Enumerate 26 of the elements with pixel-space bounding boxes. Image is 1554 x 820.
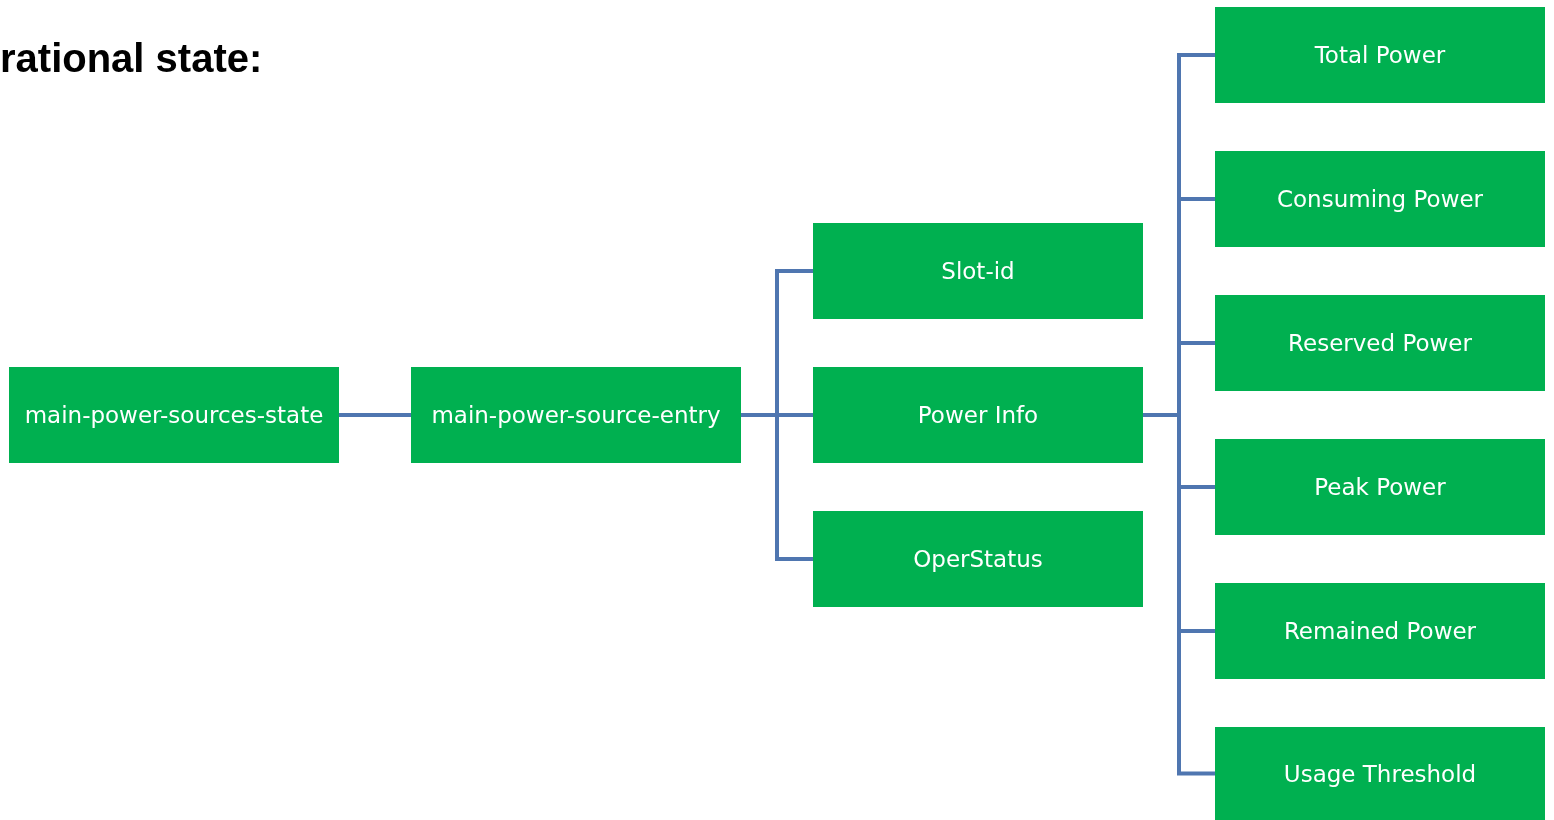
process-box	[1215, 583, 1545, 679]
box-label: Consuming Power	[1276, 186, 1484, 212]
process-box	[1215, 151, 1545, 247]
process-box	[1215, 439, 1545, 535]
box-label: Usage Threshold	[1283, 760, 1477, 787]
box-label: main-power-source-entry	[431, 402, 721, 428]
process-box	[9, 367, 339, 463]
box-label: Remained Power	[1283, 618, 1477, 644]
box-label: main-power-sources-state	[24, 402, 324, 428]
connector-line	[1143, 413, 1215, 776]
box-label: OperStatus	[913, 546, 1043, 572]
process-box	[1215, 727, 1545, 820]
process-box	[813, 511, 1143, 607]
box-label: Power Info	[917, 402, 1039, 428]
connector-line	[741, 413, 813, 561]
process-box	[813, 223, 1143, 319]
box-label: Slot-id	[941, 258, 1015, 284]
connector-line	[339, 413, 411, 417]
process-box	[1215, 7, 1545, 103]
process-box	[1215, 295, 1545, 391]
heading: rational state:	[0, 36, 263, 81]
process-box	[813, 367, 1143, 463]
process-box	[411, 367, 741, 463]
box-label: Reserved Power	[1288, 330, 1472, 356]
box-label: Peak Power	[1314, 474, 1446, 500]
box-label: Total Power	[1314, 42, 1446, 68]
